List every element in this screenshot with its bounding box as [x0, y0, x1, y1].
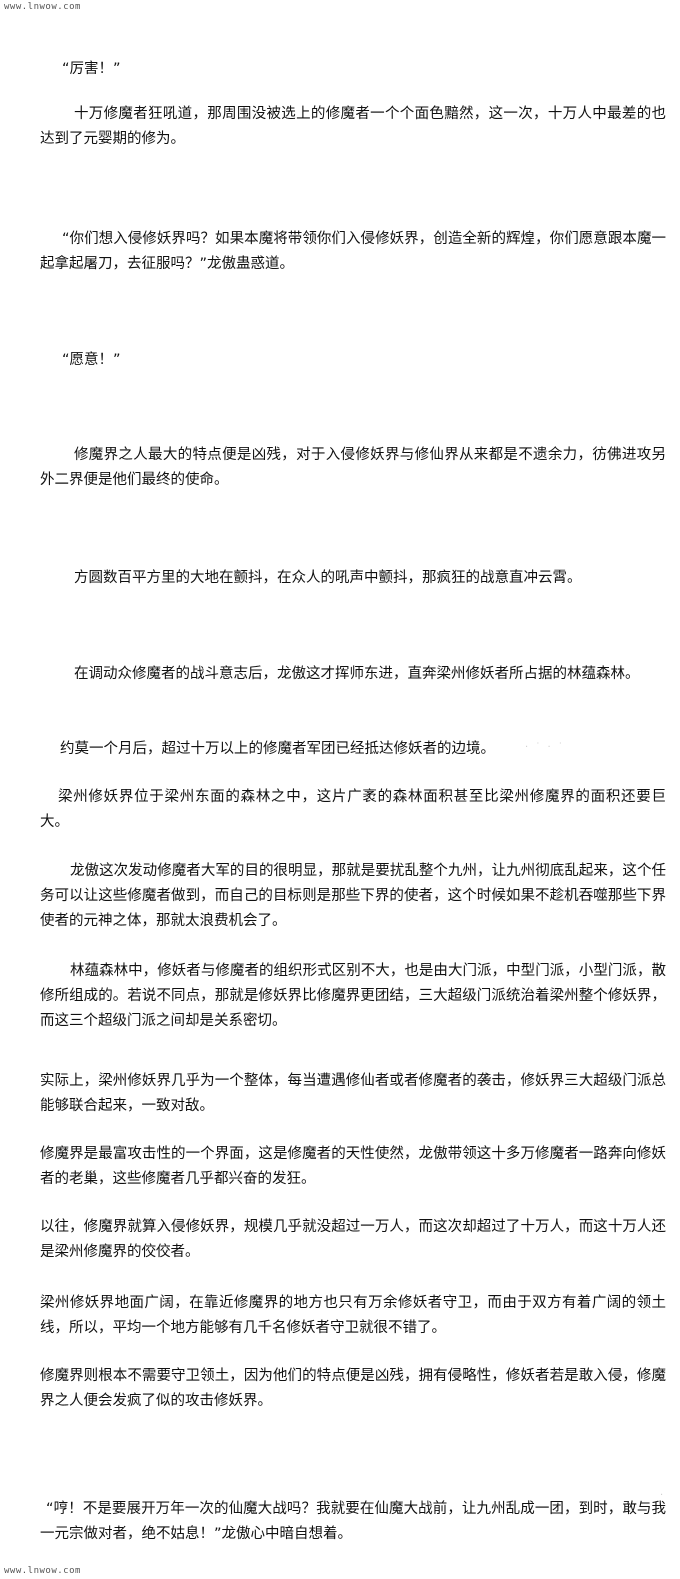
paragraph-10: 龙傲这次发动修魔者大军的目的很明显，那就是要扰乱整个九州，让九州彻底乱起来，这个… [40, 863, 666, 929]
paragraph-5: 修魔界之人最大的特点便是凶残，对于入侵修妖界与修仙界从来都是不遗余力，彷佛进攻另… [40, 447, 666, 488]
paragraph-1: “厉害！” [62, 61, 121, 77]
paragraph-9: 梁州修妖界位于梁州东面的森林之中，这片广袤的森林面积甚至比梁州修魔界的面积还要巨… [40, 789, 666, 830]
paragraph-4: “愿意！” [62, 352, 121, 368]
paragraph-15: 梁州修妖界地面广阔，在靠近修魔界的地方也只有万余修妖者守卫，而由于双方有着广阔的… [40, 1295, 666, 1336]
watermark-top: www.lnwow.com [4, 2, 81, 12]
paragraph-17: “哼！不是要展开万年一次的仙魔大战吗？我就要在仙魔大战前，让九州乱成一团，到时，… [40, 1501, 666, 1542]
paragraph-12: 实际上，梁州修妖界几乎为一个整体，每当遭遇修仙者或者修魔者的袭击，修妖界三大超级… [40, 1073, 666, 1114]
paragraph-13: 修魔界是最富攻击性的一个界面，这是修魔者的天性使然，龙傲带领这十多万修魔者一路奔… [40, 1146, 666, 1187]
paragraph-6: 方圆数百平方里的大地在颤抖，在众人的吼声中颤抖，那疯狂的战意直冲云霄。 [74, 570, 582, 586]
paragraph-3: “你们想入侵修妖界吗？如果本魔将带领你们入侵修妖界，创造全新的辉煌，你们愿意跟本… [40, 231, 666, 272]
paragraph-2: 十万修魔者狂吼道，那周围没被选上的修魔者一个个面色黯然，这一次，十万人中最差的也… [40, 106, 666, 147]
paragraph-14: 以往，修魔界就算入侵修妖界，规模几乎就没超过一万人，而这次却超过了十万人，而这十… [40, 1219, 666, 1260]
paragraph-11: 林蕴森林中，修妖者与修魔者的组织形式区别不大，也是由大门派，中型门派，小型门派，… [40, 963, 666, 1029]
scan-smudge: · [660, 1490, 666, 1501]
scan-smudge: · ˙ · ˙ [525, 742, 565, 753]
paragraph-16: 修魔界则根本不需要守卫领土，因为他们的特点便是凶残，拥有侵略性，修妖者若是敢入侵… [40, 1368, 666, 1409]
paragraph-7: 在调动众修魔者的战斗意志后，龙傲这才挥师东进，直奔梁州修妖者所占据的林蕴森林。 [74, 666, 640, 682]
watermark-bottom: www.lnwow.com [4, 1566, 81, 1576]
paragraph-8: 约莫一个月后，超过十万以上的修魔者军团已经抵达修妖者的边境。 [60, 741, 495, 757]
